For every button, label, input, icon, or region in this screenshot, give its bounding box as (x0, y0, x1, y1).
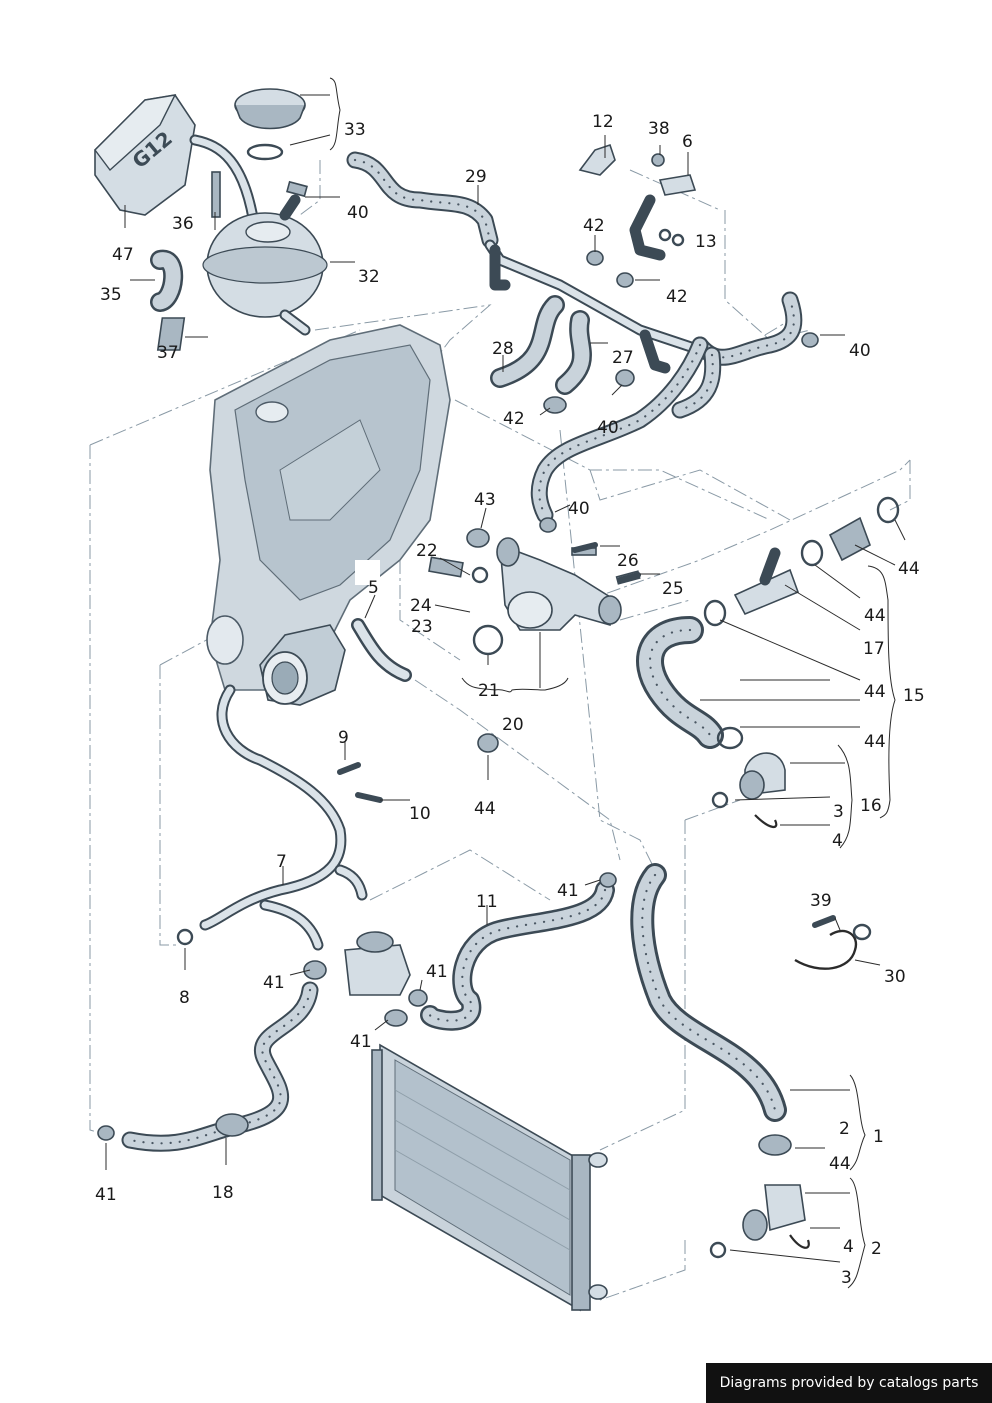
label-33: 33 (344, 120, 366, 140)
label-20: 20 (502, 715, 524, 735)
label-44-e: 44 (864, 732, 886, 752)
label-10: 10 (409, 804, 431, 824)
label-41-b: 41 (263, 973, 285, 993)
label-1: 1 (873, 1127, 884, 1147)
label-40-d: 40 (568, 499, 590, 519)
fitting-2-lower (709, 1134, 810, 1259)
label-24: 24 (410, 596, 432, 616)
label-7: 7 (276, 852, 287, 872)
expansion-tank-32 (156, 171, 328, 351)
hoses (121, 151, 803, 1152)
hose-clamps (97, 153, 819, 1141)
hose-27 (555, 310, 592, 395)
label-21: 21 (478, 681, 500, 701)
label-18: 18 (212, 1183, 234, 1203)
label-27: 27 (612, 348, 634, 368)
hose-15 (636, 616, 724, 749)
part-17 (733, 547, 800, 616)
label-17: 17 (863, 639, 885, 659)
label-42-a: 42 (583, 216, 605, 236)
hose-35 (150, 249, 184, 312)
label-13: 13 (695, 232, 717, 252)
hose-11 (420, 880, 615, 1031)
radiator (371, 1043, 608, 1312)
label-2-b: 2 (871, 1239, 882, 1259)
label-4-b: 4 (843, 1237, 854, 1257)
label-42-c: 42 (503, 409, 525, 429)
label-5: 5 (368, 578, 379, 598)
label-41-e: 41 (95, 1185, 117, 1205)
credit-banner: Diagrams provided by catalogs parts (706, 1363, 992, 1403)
label-23: 23 (411, 617, 433, 637)
thermostat-housing-21 (428, 537, 641, 656)
label-37: 37 (157, 343, 179, 363)
label-16: 16 (860, 796, 882, 816)
label-44-d: 44 (864, 682, 886, 702)
part-labels: 33 40 36 47 32 35 37 12 38 6 29 42 13 42… (95, 112, 925, 1288)
label-30: 30 (884, 967, 906, 987)
label-26: 26 (617, 551, 639, 571)
coolant-bottle-47: G12 (94, 94, 261, 236)
label-11: 11 (476, 892, 498, 912)
label-29: 29 (465, 167, 487, 187)
label-4-a: 4 (832, 831, 843, 851)
coolant-pipe-7 (199, 684, 368, 951)
label-44-b: 44 (898, 559, 920, 579)
label-3-b: 3 (841, 1268, 852, 1288)
cap-33 (234, 88, 306, 161)
engine-block (206, 324, 451, 706)
label-40-a: 40 (347, 203, 369, 223)
label-44-a: 44 (474, 799, 496, 819)
label-44-c: 44 (864, 606, 886, 626)
label-9: 9 (338, 728, 349, 748)
label-36: 36 (172, 214, 194, 234)
hose-40-mid (530, 336, 709, 524)
label-41-c: 41 (426, 962, 448, 982)
hose-28 (490, 295, 565, 388)
label-39: 39 (810, 891, 832, 911)
label-28: 28 (492, 339, 514, 359)
label-35: 35 (100, 285, 122, 305)
pipe-5 (351, 618, 412, 682)
hose-29 (346, 151, 499, 249)
label-41-a: 41 (557, 881, 579, 901)
bracket-12-6-13 (578, 143, 697, 261)
reservoir-41 (344, 931, 411, 996)
label-47: 47 (112, 245, 134, 265)
bolts (337, 542, 836, 928)
label-43: 43 (474, 490, 496, 510)
leader-lines (105, 77, 906, 1289)
connector-44-upper (703, 496, 900, 627)
label-42-b: 42 (666, 287, 688, 307)
label-15: 15 (903, 686, 925, 706)
label-41-d: 41 (350, 1032, 372, 1052)
label-3-a: 3 (833, 802, 844, 822)
elbow-16 (711, 752, 786, 828)
label-12: 12 (592, 112, 614, 132)
label-22: 22 (416, 541, 438, 561)
label-2-a: 2 (839, 1119, 850, 1139)
label-38: 38 (648, 119, 670, 139)
hose-40-top-right (671, 291, 803, 419)
hose-18 (121, 981, 319, 1152)
label-25: 25 (662, 579, 684, 599)
label-44-f: 44 (829, 1154, 851, 1174)
bracket-30 (794, 923, 872, 970)
label-40-c: 40 (597, 418, 619, 438)
hose-1 (630, 863, 787, 1122)
label-32: 32 (358, 267, 380, 287)
label-6: 6 (682, 132, 693, 152)
label-8: 8 (179, 988, 190, 1008)
label-40-b: 40 (849, 341, 871, 361)
